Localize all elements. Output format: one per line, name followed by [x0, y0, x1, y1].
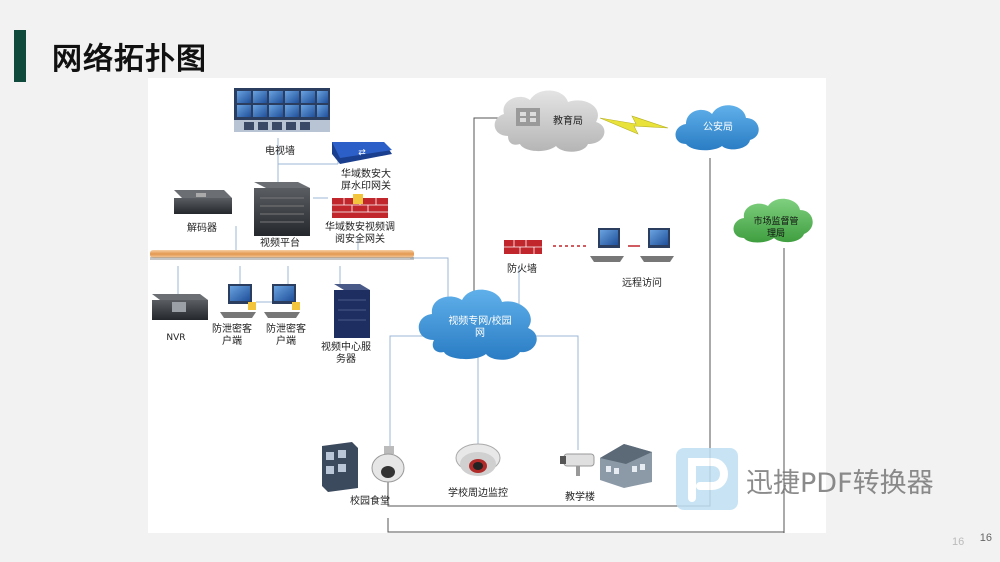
firewall-label: 防火墙	[507, 262, 537, 275]
remote-computer-icon	[640, 228, 674, 262]
topology-diagram: 电视墙 ⇄ 华域数安大 屏水印网关 解码器 视频平台 华域数安视频调 阅安全网关	[150, 88, 813, 534]
remote-label: 远程访问	[622, 276, 662, 289]
watermark-gateway-icon: ⇄	[332, 142, 392, 164]
server-label-1: 视频中心服	[321, 340, 371, 353]
canteen-label: 校园食堂	[350, 494, 390, 507]
client-computer-icon	[220, 284, 256, 318]
watermark-gateway-label-1: 华域数安大	[341, 167, 391, 180]
market-label-1: 市场监督管	[753, 215, 798, 227]
perimeter-label: 学校周边监控	[448, 486, 508, 499]
connection-lines	[177, 117, 785, 534]
video-gateway-label-2: 阅安全网关	[335, 232, 385, 245]
client2-label-1: 防泄密客	[266, 322, 306, 335]
police-cloud-icon	[675, 105, 759, 151]
diagram-canvas: 电视墙 ⇄ 华域数安大 屏水印网关 解码器 视频平台 华域数安视频调 阅安全网关	[148, 78, 826, 534]
nvr-label: NVR	[166, 333, 185, 343]
svg-text:⇄: ⇄	[358, 148, 366, 158]
network-bus	[150, 250, 414, 258]
campus-network-cloud-icon	[418, 289, 537, 360]
client2-label-2: 户端	[276, 334, 296, 347]
decoder-icon	[174, 190, 232, 214]
canteen-building-icon	[322, 442, 358, 492]
client1-label-2: 户端	[222, 334, 242, 347]
client1-label-1: 防泄密客	[212, 322, 252, 335]
title-accent-bar	[14, 30, 26, 82]
teaching-label: 教学楼	[565, 490, 595, 503]
decoder-label: 解码器	[187, 221, 217, 234]
page-number-faint: 16	[952, 536, 965, 548]
perimeter-dome-camera-icon	[455, 443, 501, 476]
server-icon	[334, 284, 370, 338]
bullet-camera-icon	[560, 453, 595, 476]
page-title: 网络拓扑图	[52, 42, 207, 77]
page-number: 16	[979, 532, 992, 544]
teaching-building-icon	[600, 444, 652, 488]
tv-wall-icon	[234, 88, 330, 132]
remote-computer-icon	[590, 228, 624, 262]
campus-net-label-1: 视频专网/校园	[448, 314, 511, 327]
dome-camera-icon	[371, 446, 405, 483]
video-platform-label: 视频平台	[260, 236, 300, 249]
nvr-icon	[152, 294, 208, 320]
education-label: 教育局	[553, 114, 583, 127]
education-cloud-icon	[494, 90, 605, 152]
police-label: 公安局	[703, 120, 733, 133]
market-cloud-icon	[733, 198, 813, 243]
market-label-2: 理局	[767, 228, 785, 239]
campus-net-label-2: 网	[475, 327, 485, 339]
watermark-gateway-label-2: 屏水印网关	[341, 179, 391, 192]
firewall-icon	[504, 240, 542, 254]
video-platform-icon	[254, 182, 310, 236]
network-bus-shadow	[150, 257, 414, 260]
client-computer-icon	[264, 284, 300, 318]
wireless-link-icon	[599, 115, 669, 135]
video-gateway-label-1: 华域数安视频调	[325, 220, 395, 233]
video-gateway-icon	[332, 194, 388, 218]
tv-wall-label: 电视墙	[265, 144, 295, 157]
server-label-2: 务器	[336, 352, 356, 365]
